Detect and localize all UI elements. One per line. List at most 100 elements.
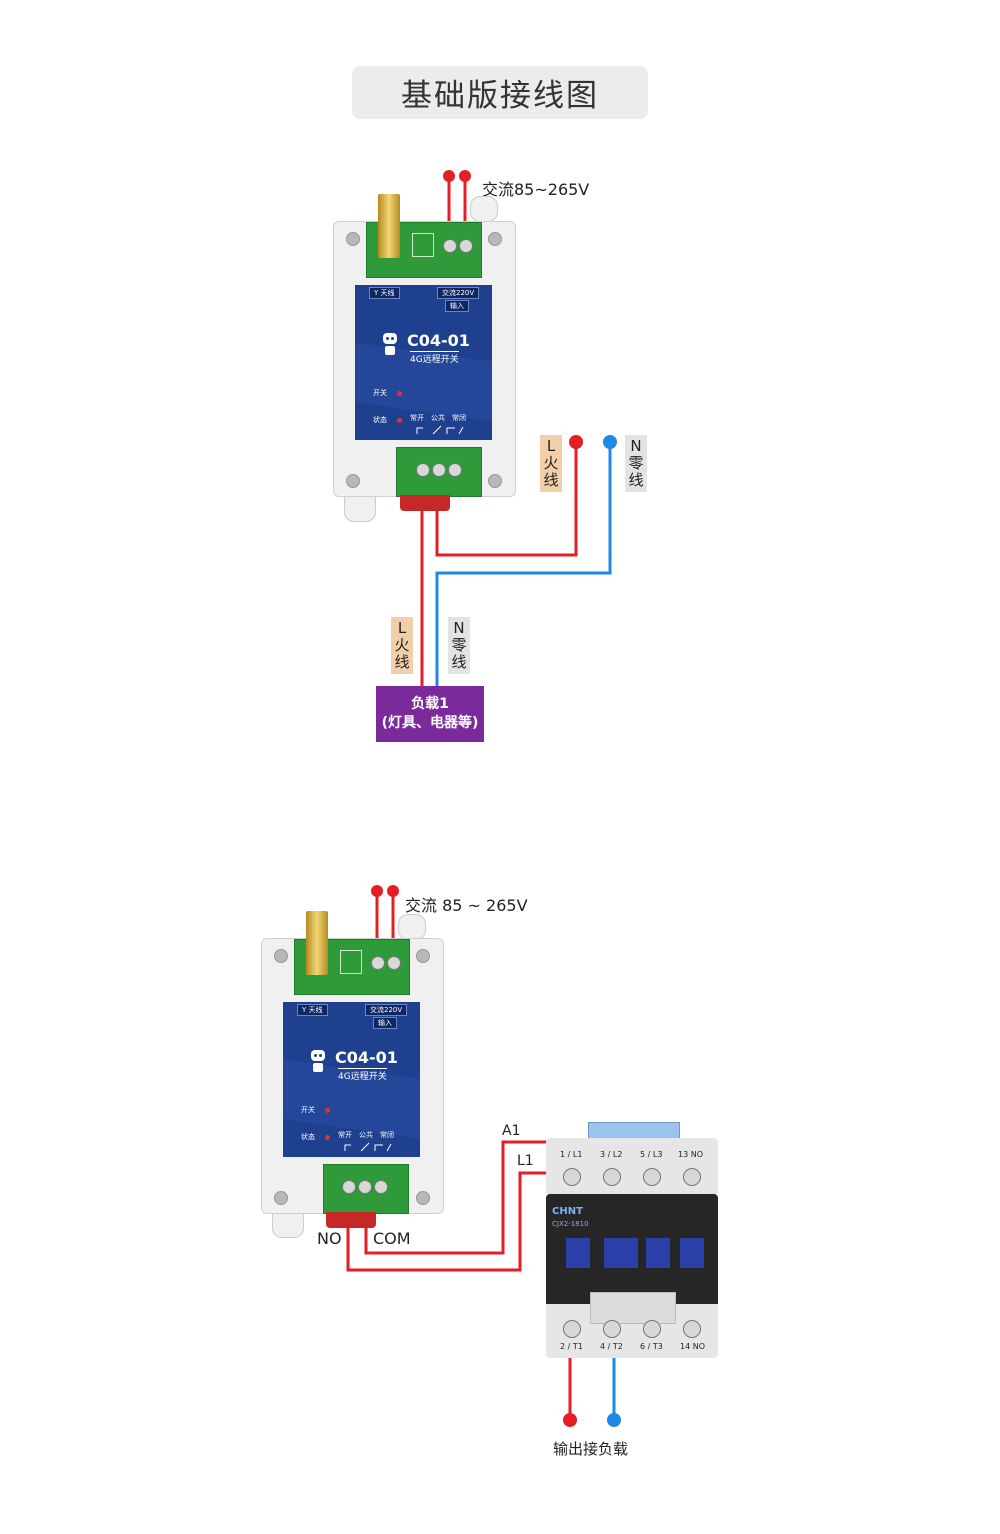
com-label: 公共	[431, 414, 445, 422]
power-terminal-dot-1	[371, 885, 383, 897]
terminal-label-bottom-3: 6 / T3	[640, 1342, 663, 1351]
load-subtitle: (灯具、电器等)	[381, 715, 479, 731]
com-label: 公共	[359, 1131, 373, 1139]
switch-label: 开关	[301, 1106, 315, 1114]
terminal-label-top-2: 3 / L2	[600, 1150, 623, 1159]
contactor-screw	[643, 1168, 661, 1186]
status-label: 状态	[301, 1133, 315, 1141]
power-terminal-screw	[443, 239, 457, 253]
mount-hole	[488, 232, 502, 246]
live-in-wire	[435, 442, 578, 557]
mount-hole	[416, 1191, 430, 1205]
mount-hole	[488, 474, 502, 488]
model-subtitle: 4G远程开关	[410, 351, 459, 365]
power-spec-label: 交流220V	[365, 1004, 408, 1016]
contactor-screw	[683, 1168, 701, 1186]
terminal-label-top-4: 13 NO	[678, 1150, 704, 1159]
contactor-screw	[603, 1168, 621, 1186]
mount-ear-top	[470, 196, 498, 222]
switch-led	[325, 1108, 330, 1113]
output-load-label: 输出接负载	[553, 1440, 629, 1458]
l1-label: L1	[517, 1153, 534, 1169]
mount-ear-top	[398, 914, 426, 940]
no-label: 常开	[338, 1131, 352, 1139]
mount-hole	[346, 474, 360, 488]
page-title: 基础版接线图	[352, 66, 648, 119]
output-terminal-screw	[342, 1180, 356, 1194]
power-input-label: 交流85~265V	[482, 180, 590, 199]
contactor-screw	[643, 1320, 661, 1338]
neutral-tag-load: N零线	[448, 617, 470, 674]
a1-wire	[364, 1140, 568, 1255]
neutral-source-dot	[603, 435, 617, 449]
contact-indicator	[566, 1238, 590, 1268]
power-input-label-2: 交流 85 ~ 265V	[405, 896, 528, 915]
live-source-dot	[569, 435, 583, 449]
contact-indicator	[604, 1238, 638, 1268]
power-terminal-screw	[371, 956, 385, 970]
neutral-wire	[435, 442, 612, 686]
device-front-panel: Y 天线 交流220V 输入 C04-01 4G远程开关 开关 状态 常开 公共…	[355, 285, 492, 440]
power-terminal-screw	[459, 239, 473, 253]
din-rail-clip	[326, 1212, 376, 1228]
nc-label: 常闭	[452, 414, 466, 422]
model-number: C04-01	[407, 331, 470, 350]
antenna-connector	[378, 194, 400, 258]
no-terminal-label: NO	[317, 1229, 342, 1248]
switch-label: 开关	[373, 389, 387, 397]
antenna-label: Y 天线	[369, 287, 400, 299]
status-led	[325, 1135, 330, 1140]
contactor-brand: CHNT	[552, 1206, 583, 1217]
antenna-icon: Y	[374, 289, 381, 297]
power-terminal-dot-2	[387, 885, 399, 897]
output-terminal-screw	[358, 1180, 372, 1194]
terminal-label-top-3: 5 / L3	[640, 1150, 663, 1159]
no-label: 常开	[410, 414, 424, 422]
output-terminal-screw	[432, 463, 446, 477]
model-number: C04-01	[335, 1048, 398, 1067]
contactor-screw	[683, 1320, 701, 1338]
com-terminal-label: COM	[373, 1229, 411, 1248]
contact-indicator	[680, 1238, 704, 1268]
nc-label: 常闭	[380, 1131, 394, 1139]
input-label: 输入	[373, 1017, 397, 1029]
output-live-dot	[563, 1413, 577, 1427]
robot-logo-icon	[381, 331, 399, 357]
wiring-diagram-1	[420, 170, 617, 686]
contact-indicator	[646, 1238, 670, 1268]
wiring-diagram-2	[346, 885, 621, 1427]
terminal-label-bottom-1: 2 / T1	[560, 1342, 583, 1351]
contactor-model: CJX2-1810	[552, 1220, 589, 1228]
contactor-screw	[563, 1168, 581, 1186]
output-neutral-dot	[607, 1413, 621, 1427]
load-title: 负载1	[411, 696, 449, 712]
neutral-tag-source: N零线	[625, 435, 647, 492]
load-wires	[420, 435, 617, 686]
power-terminal-dot-2	[459, 170, 471, 182]
status-label: 状态	[373, 416, 387, 424]
power-terminal-dot-1	[443, 170, 455, 182]
mount-hole	[274, 949, 288, 963]
mount-hole	[346, 232, 360, 246]
input-label: 输入	[445, 300, 469, 312]
robot-logo-icon	[309, 1048, 327, 1074]
mount-hole	[274, 1191, 288, 1205]
load-box: 负载1 (灯具、电器等)	[376, 686, 484, 742]
contactor-label-plate	[590, 1292, 676, 1324]
terminal-label-bottom-4: 14 NO	[680, 1342, 706, 1351]
chip-component	[340, 950, 362, 974]
output-terminal-screw	[374, 1180, 388, 1194]
antenna-label: Y 天线	[297, 1004, 328, 1016]
terminal-label-top-1: 1 / L1	[560, 1150, 583, 1159]
live-tag-source: L火线	[540, 435, 562, 492]
model-subtitle: 4G远程开关	[338, 1068, 387, 1082]
device-front-panel: Y 天线 交流220V 输入 C04-01 4G远程开关 开关 状态 常开 公共…	[283, 1002, 420, 1157]
l1-wire	[346, 1171, 568, 1272]
relay-symbol-icon	[344, 1142, 392, 1152]
relay-symbol-icon	[416, 425, 464, 435]
a1-label: A1	[502, 1123, 521, 1139]
contactor-screw	[563, 1320, 581, 1338]
terminal-label-bottom-2: 4 / T2	[600, 1342, 623, 1351]
antenna-icon: Y	[302, 1006, 309, 1014]
power-spec-label: 交流220V	[437, 287, 480, 299]
